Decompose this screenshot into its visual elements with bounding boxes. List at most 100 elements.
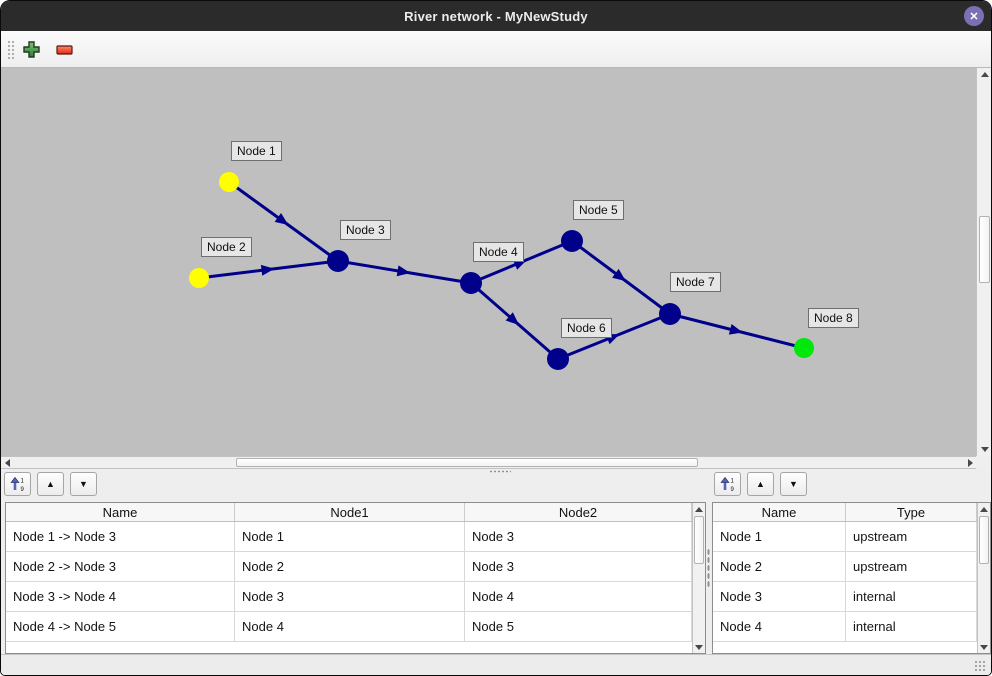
scroll-up-button[interactable] [978,503,990,515]
reaches-table-vscrollbar[interactable] [692,503,705,653]
scroll-up-button[interactable] [693,503,705,515]
nodes-table-vscrollbar[interactable] [977,503,990,653]
node-label-node2[interactable]: Node 2 [201,237,252,257]
scroll-down-button[interactable] [693,641,705,653]
move-up-button[interactable]: ▲ [747,472,774,496]
node-label-node4[interactable]: Node 4 [473,242,524,262]
scroll-up-button[interactable] [977,68,991,81]
table-cell: Node 1 -> Node 3 [6,522,235,551]
network-node-node3[interactable] [327,250,349,272]
vscroll-thumb[interactable] [979,516,989,564]
table-cell: Node 3 [713,582,846,611]
close-icon: ✕ [969,10,979,23]
network-node-node8[interactable] [794,338,814,358]
scroll-left-button[interactable] [1,457,13,468]
svg-text:1: 1 [730,479,734,485]
network-node-node1[interactable] [219,172,239,192]
network-edge-node6-node7[interactable] [557,312,671,361]
network-edge-node3-node4[interactable] [337,259,472,285]
nodes-toolbar: 1 9 ▲ ▼ [714,472,807,496]
node-label-node8[interactable]: Node 8 [808,308,859,328]
network-node-node6[interactable] [547,348,569,370]
move-down-icon: ▼ [79,479,88,489]
scrollbar-corner [976,456,991,469]
table-cell: Node 2 [713,552,846,581]
add-node-button[interactable] [20,38,42,60]
table-cell: upstream [846,552,977,581]
canvas-hscrollbar[interactable] [1,456,976,469]
main-toolbar [1,31,991,68]
scroll-down-button[interactable] [977,443,991,456]
vscroll-thumb[interactable] [979,216,990,283]
scroll-right-button[interactable] [964,457,976,468]
scroll-up-icon [695,506,703,512]
node-label-node6[interactable]: Node 6 [561,318,612,338]
reaches-toolbar: 1 9 ▲ ▼ [4,472,97,496]
network-edge-node1-node3[interactable] [228,180,339,263]
toolbar-grip-handle[interactable] [7,40,14,59]
network-node-node4[interactable] [460,272,482,294]
table-cell: Node 1 [235,522,465,551]
table-cell: Node 1 [713,522,846,551]
resize-grip[interactable] [974,660,987,673]
network-canvas[interactable]: Node 1 Node 2 Node 3 Node 4 Node 5 Node 6 Node… [1,68,976,456]
scroll-down-icon [695,644,703,650]
minus-icon [55,44,73,55]
sort-reaches-button[interactable]: 1 9 [4,472,31,496]
svg-text:9: 9 [730,487,734,492]
remove-node-button[interactable] [53,38,75,60]
horizontal-splitter-handle[interactable] [489,470,511,473]
move-down-button[interactable]: ▼ [780,472,807,496]
column-header-name[interactable]: Name [6,503,235,521]
scroll-right-icon [967,458,973,467]
network-edge-node4-node6[interactable] [470,281,559,361]
node-label-node7[interactable]: Node 7 [670,272,721,292]
table-cell: upstream [846,522,977,551]
column-header-name[interactable]: Name [713,503,846,521]
hscroll-thumb[interactable] [236,458,698,467]
network-node-node2[interactable] [189,268,209,288]
scroll-left-icon [4,458,10,467]
column-header-node1[interactable]: Node1 [235,503,465,521]
table-cell: Node 4 [713,612,846,641]
move-down-button[interactable]: ▼ [70,472,97,496]
move-up-button[interactable]: ▲ [37,472,64,496]
column-header-node2[interactable]: Node2 [465,503,692,521]
svg-text:1: 1 [20,479,24,485]
table-cell: Node 3 [465,552,692,581]
node-label-node5[interactable]: Node 5 [573,200,624,220]
node-label-node1[interactable]: Node 1 [231,141,282,161]
svg-text:9: 9 [20,487,24,492]
scroll-up-icon [980,506,988,512]
network-edge-node7-node8[interactable] [669,312,805,350]
scroll-down-button[interactable] [978,641,990,653]
sort-ascending-icon: 1 9 [9,476,24,492]
scroll-down-icon [980,644,988,650]
network-edge-node4-node5[interactable] [470,239,573,285]
network-edge-node2-node3[interactable] [198,259,339,280]
network-node-node5[interactable] [561,230,583,252]
scroll-down-icon [980,447,989,452]
sort-nodes-button[interactable]: 1 9 [714,472,741,496]
canvas-vscrollbar[interactable] [976,68,991,456]
node-label-node3[interactable]: Node 3 [340,220,391,240]
close-button[interactable]: ✕ [964,6,984,26]
vscroll-thumb[interactable] [694,516,704,564]
window-title: River network - MyNewStudy [404,8,588,24]
vertical-splitter-handle[interactable] [707,548,710,588]
network-edge-node5-node7[interactable] [571,239,671,316]
move-up-icon: ▲ [756,479,765,489]
column-header-type[interactable]: Type [846,503,977,521]
network-node-node7[interactable] [659,303,681,325]
